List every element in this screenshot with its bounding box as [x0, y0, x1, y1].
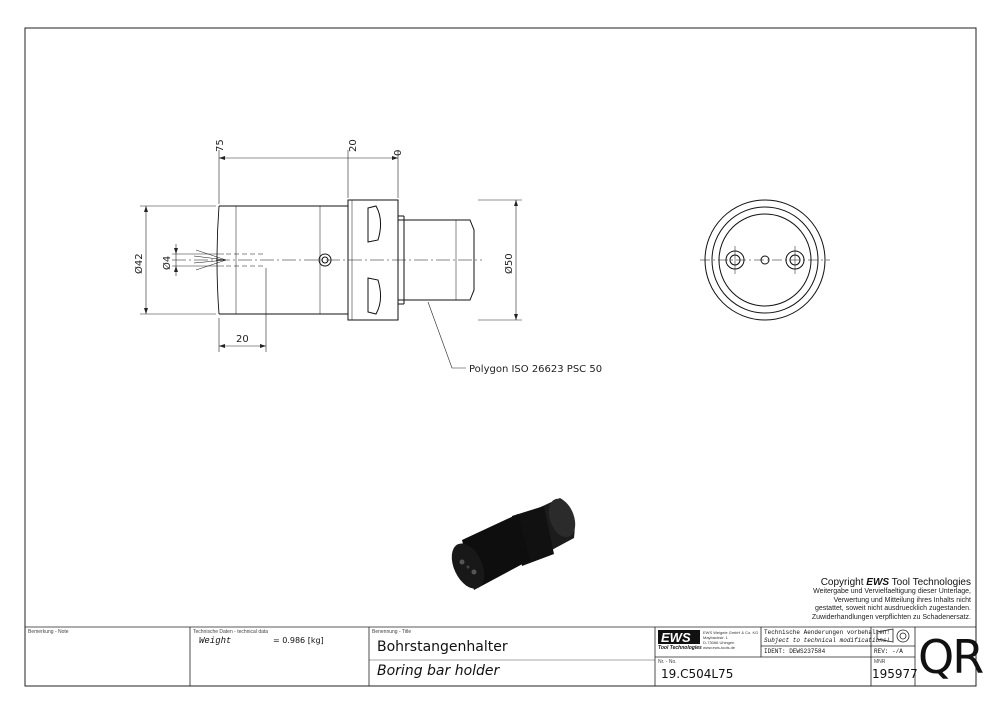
sheet-frame	[24, 27, 977, 687]
weight-value: = 0.986 [kg]	[273, 636, 324, 645]
ident-number: IDENT: DEWS237584	[764, 648, 826, 655]
dim-d42: Ø42	[133, 253, 145, 274]
copyright-line: Zuwiderhandlungen verpflichten zu Schade…	[811, 613, 971, 621]
dim-75: 75	[215, 139, 226, 152]
modification-notice-de: Technische Aenderungen vorbehalten!	[764, 629, 891, 636]
title-de: Bohrstangenhalter	[377, 639, 508, 655]
tech-data-label: Technische Daten - technical data	[193, 629, 269, 635]
mnr-label: MNR	[874, 659, 886, 665]
copyright-block: Copyright EWS Tool Technologies Weiterga…	[796, 577, 971, 622]
dim-20-bottom: 20	[236, 334, 249, 345]
polygon-note: Polygon ISO 26623 PSC 50	[469, 364, 602, 375]
front-view	[700, 199, 830, 321]
title-block-grid	[25, 626, 976, 686]
dim-20-top: 20	[348, 139, 359, 152]
qr-code-label: QR	[918, 630, 984, 684]
mnr-number: 195977	[872, 667, 918, 681]
weight-label: Weight	[199, 636, 232, 646]
logo-subtitle: Tool Technologies	[658, 645, 702, 651]
svg-text:EWS: EWS	[661, 630, 691, 645]
side-view	[172, 199, 482, 321]
modification-notice-en: Subject to technical modifications!	[764, 637, 891, 644]
company-address: EWS Weigele GmbH & Co. KG Maybachstr. 1 …	[703, 630, 759, 650]
revision: REV: -/A	[874, 648, 903, 655]
copyright-line: Verwertung und Mitteilung ihres Inhalts …	[833, 596, 971, 604]
title-label: Benennung - Title	[372, 629, 412, 635]
copyright-line: Weitergabe und Vervielfaeltigung dieser …	[813, 588, 971, 595]
dim-0: 0	[393, 150, 404, 156]
ews-logo-icon: EWS	[658, 630, 700, 645]
title-en: Boring bar holder	[377, 663, 500, 679]
dimension-lines	[140, 150, 522, 369]
3d-preview	[451, 498, 576, 590]
dimension-arrows	[144, 156, 518, 348]
copyright-title: Copyright EWS Tool Technologies	[820, 577, 971, 588]
copyright-line: gestattet, soweit nicht ausdruecklich zu…	[814, 605, 971, 612]
dim-d4: Ø4	[161, 256, 173, 270]
dim-d50: Ø50	[503, 253, 515, 274]
number-label: Nr. - No.	[658, 659, 677, 665]
projection-symbol-icon	[876, 628, 910, 643]
note-label: Bemerkung - Note	[28, 629, 69, 635]
part-number: 19.C504L75	[661, 667, 734, 681]
